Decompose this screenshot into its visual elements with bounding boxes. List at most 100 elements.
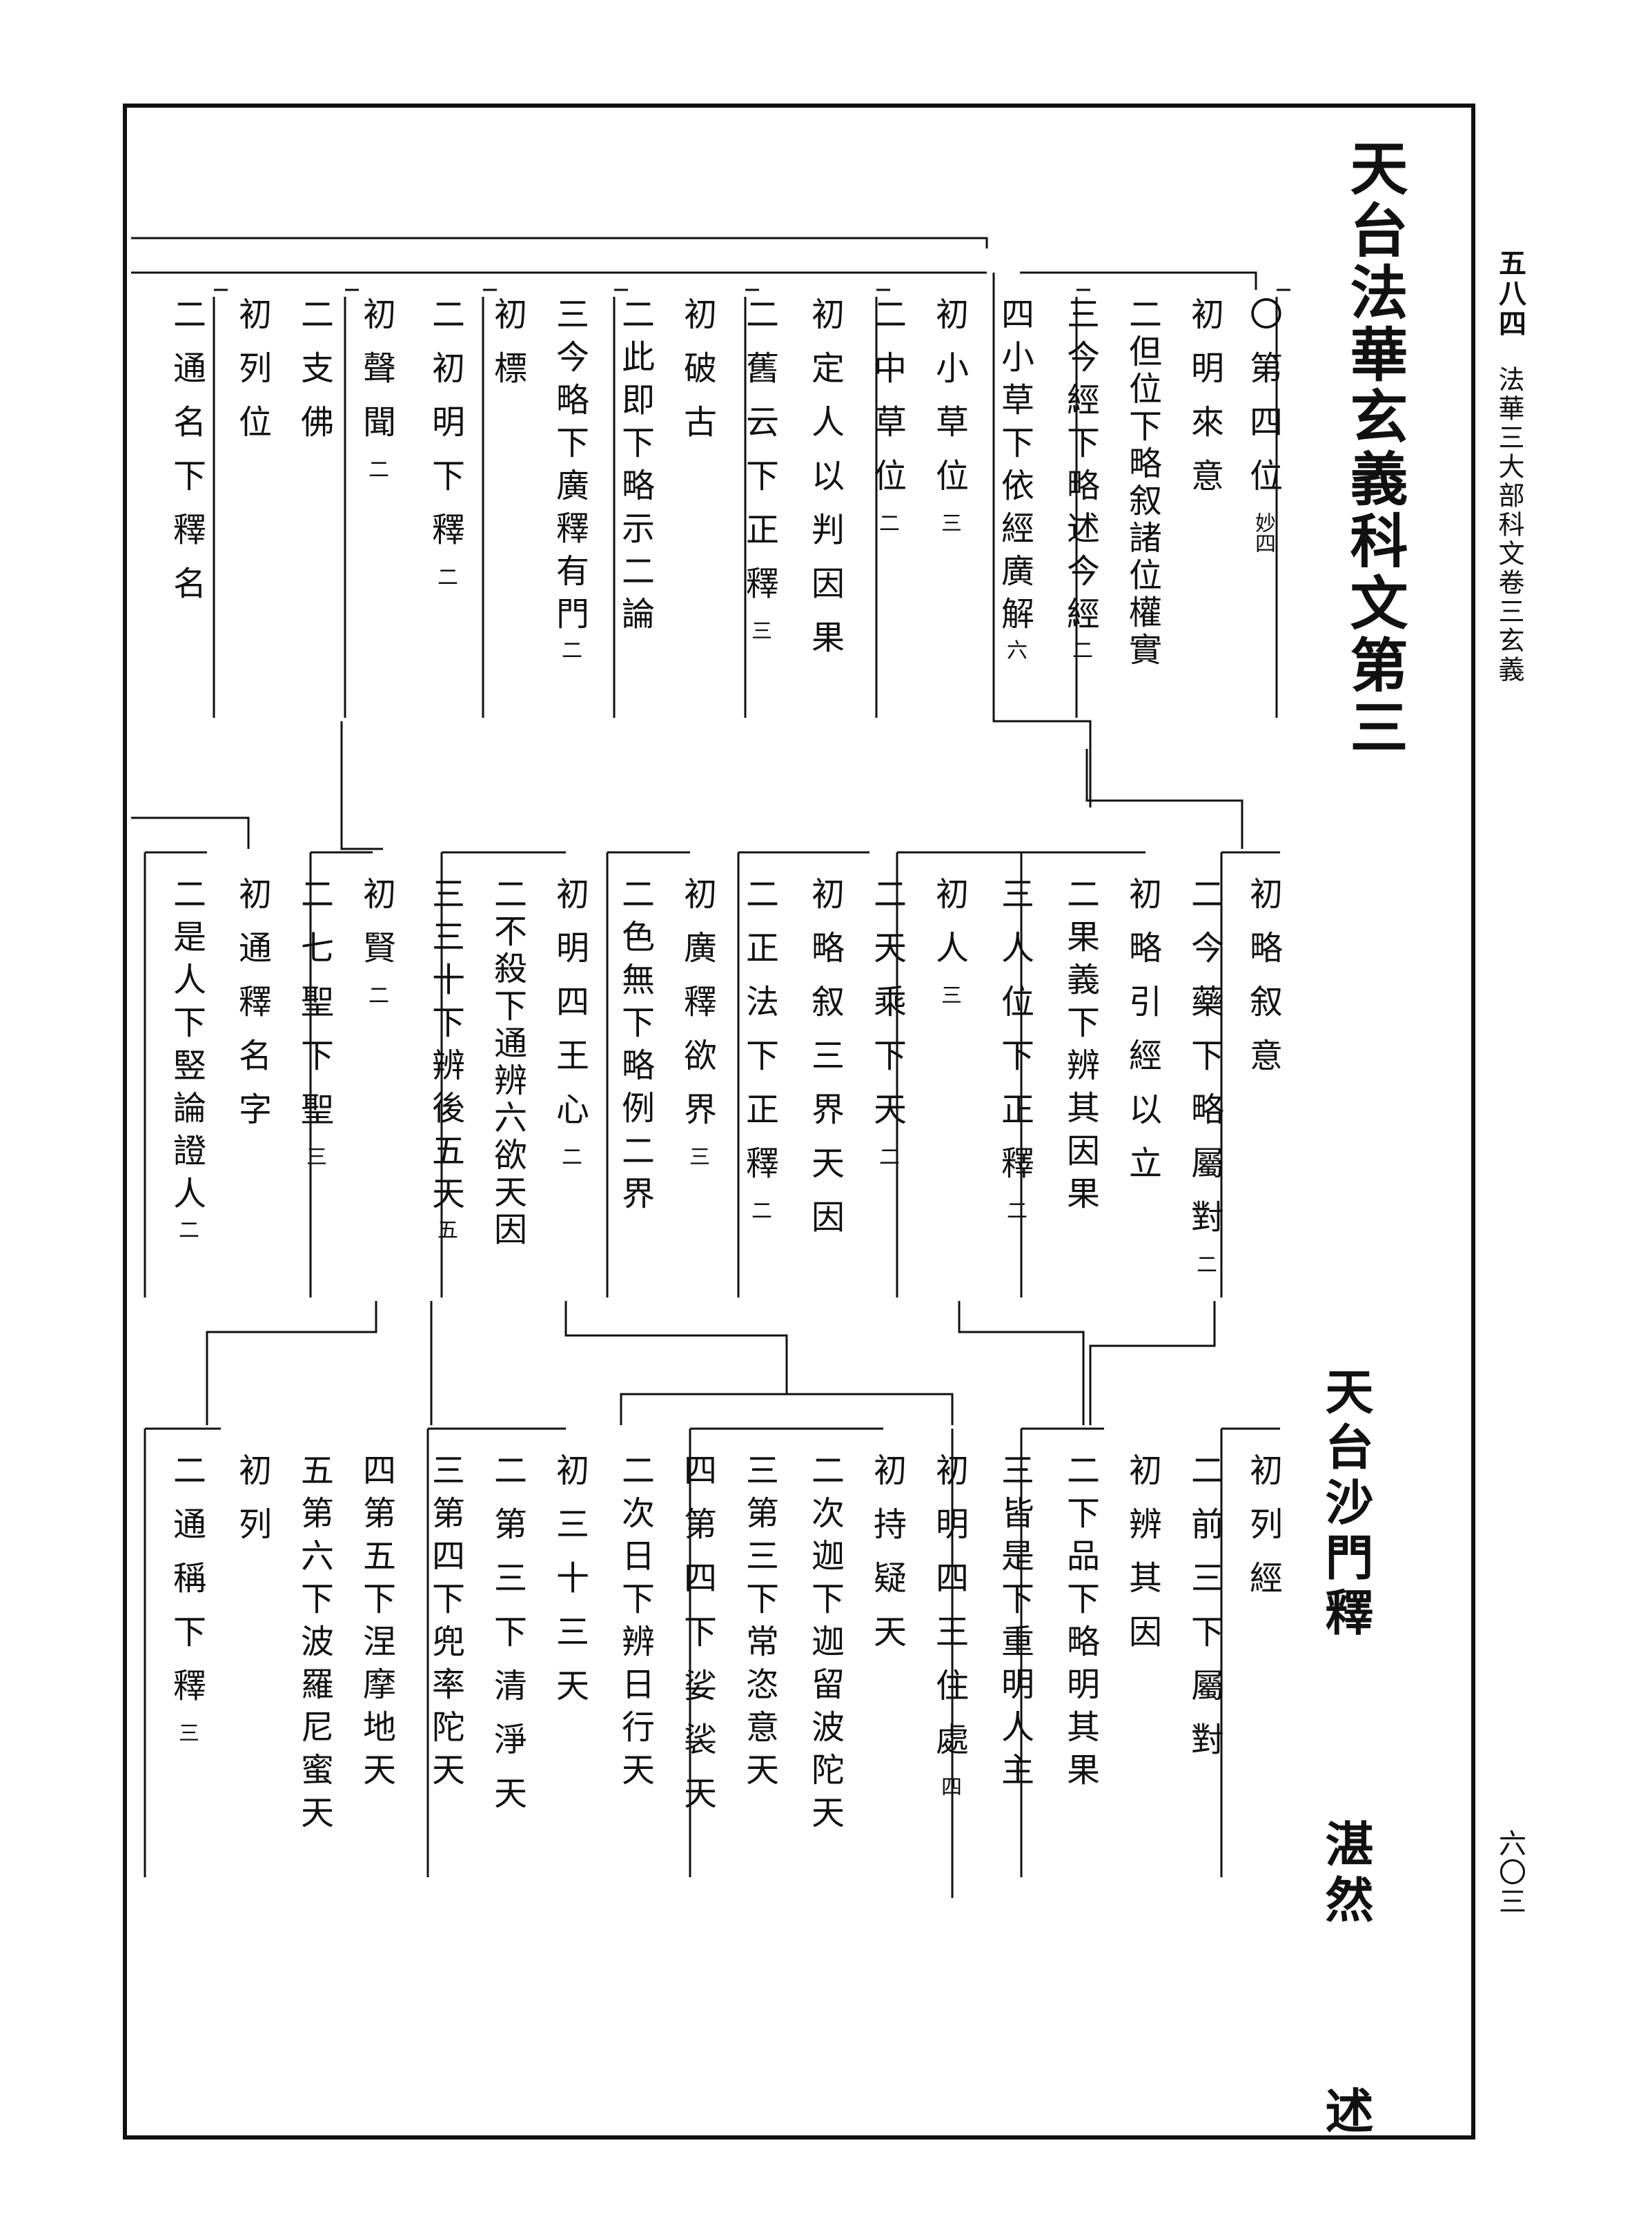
section2-entry: 三三十下辨後五天五 — [426, 877, 464, 1240]
section3-entry: 初列經 — [1243, 1453, 1282, 1614]
section3-entry: 二第三下清淨天 — [488, 1453, 527, 1830]
entry-text: 初定人以判因果 — [805, 297, 844, 674]
entry-text: 二次迦下迦留波陀天 — [805, 1453, 844, 1838]
entry-text: 初略引經以立 — [1123, 877, 1161, 1200]
page-number-right: 六〇三 — [1494, 1829, 1526, 1916]
entry-text: 二果義下辨其因果 — [1061, 877, 1099, 1219]
entry-text: 初列位 — [233, 297, 271, 458]
entry-text: 初聲聞 — [357, 297, 395, 458]
section3-entry: 二次日下辨日行天 — [616, 1453, 654, 1795]
entry-text: 二七聖下聖 — [295, 877, 333, 1146]
section1-entry: 初破古 — [678, 297, 716, 458]
entry-text: 初破古 — [678, 297, 716, 458]
entry-text: 二中草位 — [867, 297, 906, 512]
section1-entry: 二此即下略示二論 — [616, 297, 654, 639]
entry-count-note: 二 — [364, 984, 389, 1005]
section3-entry: 二前三下屬對 — [1185, 1453, 1223, 1776]
entry-count-note: 二 — [1068, 639, 1092, 660]
entry-count-note: 二 — [558, 639, 582, 660]
section1-entry: 二通名下釋名 — [167, 297, 206, 620]
entry-text: 初標 — [488, 297, 527, 404]
entry-text: 二天乘下天 — [867, 877, 906, 1146]
section3-entry: 四第五下涅摩地天 — [357, 1453, 395, 1795]
section3-entry: 五第六下波羅尼蜜天 — [295, 1453, 333, 1838]
section2-entry: 初賢二 — [357, 877, 395, 1005]
section2-entry: 二不殺下通辨六欲天因 — [488, 877, 527, 1249]
author-name: 天台沙門釋 — [1317, 1367, 1375, 1643]
entry-count-note: 二 — [1192, 1253, 1217, 1274]
entry-text: 二下品下略明其果 — [1061, 1453, 1099, 1795]
entry-text: 二不殺下通辨六欲天因 — [488, 877, 527, 1249]
entry-text: 四小草下依經廣解 — [995, 297, 1034, 639]
entry-count-note: 二 — [364, 458, 389, 479]
section2-entry: 二是人下竪論證人二 — [167, 877, 206, 1240]
entry-text: 二舊云下正釋 — [740, 297, 778, 620]
entry-text: 初列 — [233, 1453, 271, 1560]
entry-count-note: 二 — [433, 566, 458, 587]
section3-entry: 初持疑天 — [867, 1453, 906, 1668]
section2-entry: 初明四王心二 — [550, 877, 589, 1166]
section2-entry: 二果義下辨其因果 — [1061, 877, 1099, 1219]
section3-entry: 二次迦下迦留波陀天 — [805, 1453, 844, 1838]
section1-entry: 初聲聞二 — [357, 297, 395, 479]
entry-text: 三第四下兜率陀天 — [426, 1453, 464, 1795]
entry-text: 初列經 — [1243, 1453, 1282, 1614]
section2-entry: 初通釋名字 — [233, 877, 271, 1146]
section3-entry: 四第四下娑裟天 — [678, 1453, 716, 1830]
entry-count-note: 三 — [937, 512, 961, 533]
entry-text: 三第三下常恣意天 — [740, 1453, 778, 1795]
entry-count-note: 妙四 — [1251, 512, 1275, 554]
section3-entry: 初列 — [233, 1453, 271, 1560]
entry-text: 二第三下清淨天 — [488, 1453, 527, 1830]
entry-text: 初略叙三界天因 — [805, 877, 844, 1253]
section2-entry: 二色無下略例二界 — [616, 877, 654, 1219]
entry-text: 二前三下屬對 — [1185, 1453, 1223, 1776]
entry-text: 〇第四位 — [1243, 297, 1282, 512]
entry-count-note: 二 — [1003, 1200, 1027, 1220]
section1-entry: 二初明下釋二 — [426, 297, 464, 587]
page-title: 天台法華玄義科文第三 — [1341, 138, 1409, 759]
entry-text: 二今藥下略屬對 — [1185, 877, 1223, 1253]
entry-text: 二次日下辨日行天 — [616, 1453, 654, 1795]
section1-entry: 二舊云下正釋三 — [740, 297, 778, 640]
section1-entry: 初定人以判因果 — [805, 297, 844, 674]
entry-text: 三人位下正釋 — [995, 877, 1034, 1200]
entry-count-note: 三 — [937, 984, 961, 1005]
section1-entry: 四小草下依經廣解六 — [995, 297, 1034, 660]
entry-text: 二正法下正釋 — [740, 877, 778, 1200]
section1-entry: 初小草位三 — [930, 297, 968, 533]
section2-entry: 二今藥下略屬對二 — [1185, 877, 1223, 1274]
section3-entry: 三第四下兜率陀天 — [426, 1453, 464, 1795]
entry-text: 初明四王心 — [550, 877, 589, 1146]
entry-text: 初明來意 — [1185, 297, 1223, 512]
section2-entry: 二天乘下天二 — [867, 877, 906, 1166]
entry-text: 三今略下廣釋有門 — [550, 297, 589, 639]
entry-text: 初三十三天 — [550, 1453, 589, 1722]
entry-text: 初辨其因 — [1123, 1453, 1161, 1668]
section3-entry: 三皆是下重明人主 — [995, 1453, 1034, 1795]
section3-entry: 二通稱下釋三 — [167, 1453, 206, 1743]
entry-text: 初賢 — [357, 877, 395, 984]
entry-count-note: 二 — [558, 1146, 582, 1166]
entry-text: 初略叙意 — [1243, 877, 1282, 1092]
section3-entry: 初三十三天 — [550, 1453, 589, 1722]
collection-title: 法華三大部科文卷三玄義 — [1494, 366, 1524, 685]
section1-entry: 三今經下略述今經二 — [1061, 297, 1099, 660]
section1-entry: 初明來意 — [1185, 297, 1223, 512]
entry-count-note: 二 — [875, 512, 899, 533]
entry-text: 初廣釋欲界 — [678, 877, 716, 1146]
section1-entry: 〇第四位妙四 — [1243, 297, 1282, 554]
entry-text: 初小草位 — [930, 297, 968, 512]
section1-entry: 二但位下略叙諸位權實 — [1123, 297, 1161, 669]
page-number-left: 五八四 — [1494, 248, 1526, 340]
section1-entry: 二中草位二 — [867, 297, 906, 533]
section2-entry: 初廣釋欲界三 — [678, 877, 716, 1166]
entry-text: 二色無下略例二界 — [616, 877, 654, 1219]
entry-text: 三今經下略述今經 — [1061, 297, 1099, 639]
entry-text: 二是人下竪論證人 — [167, 877, 206, 1219]
section2-entry: 初略叙三界天因 — [805, 877, 844, 1253]
entry-text: 三三十下辨後五天 — [426, 877, 464, 1219]
section3-entry: 三第三下常恣意天 — [740, 1453, 778, 1795]
entry-text: 二通名下釋名 — [167, 297, 206, 620]
